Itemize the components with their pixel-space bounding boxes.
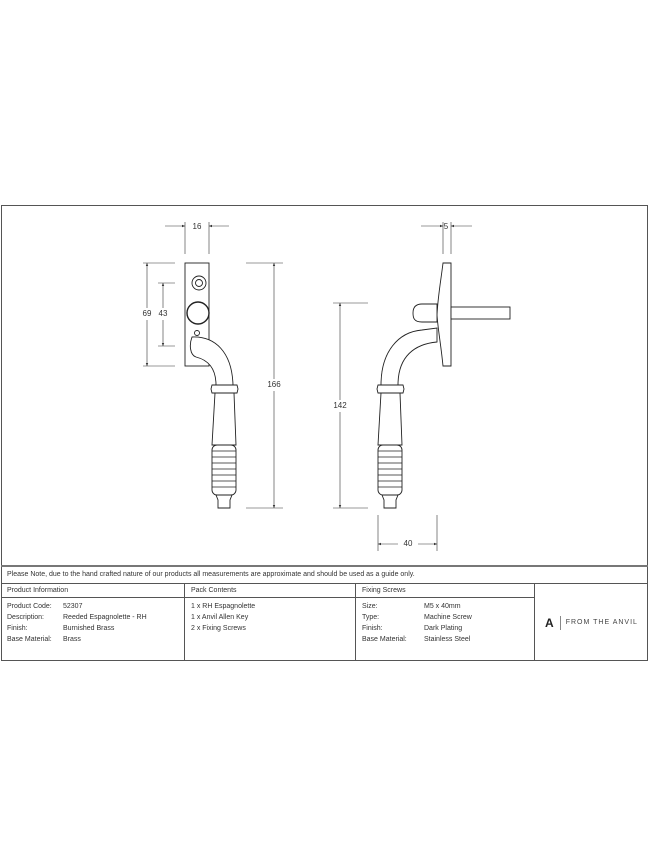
dim-40 (377, 515, 438, 551)
dim-69 (143, 262, 175, 367)
dim-166 (246, 262, 283, 509)
brand-logo: A FROM THE ANVIL (535, 584, 648, 661)
logo-divider (559, 615, 561, 630)
brand-name: FROM THE ANVIL (565, 619, 638, 626)
side-view-handle (376, 262, 511, 509)
label: Size: (362, 603, 378, 610)
label: Finish: (7, 625, 28, 632)
dim-16 (165, 222, 229, 254)
dim-16-label: 16 (193, 222, 202, 231)
dim-40-label: 40 (404, 539, 413, 548)
description: Reeded Espagnolette - RH (63, 614, 147, 621)
anvil-logo-icon: A (545, 615, 555, 630)
pack-contents-header: Pack Contents (185, 584, 355, 598)
label: Product Code: (7, 603, 52, 610)
finish: Burnished Brass (63, 625, 115, 632)
pack-item: 1 x Anvil Allen Key (191, 614, 249, 621)
base-material: Brass (63, 636, 81, 643)
product-code: 52307 (63, 603, 83, 610)
label: Base Material: (362, 636, 407, 643)
label: Type: (362, 614, 380, 621)
product-info-header: Product Information (1, 584, 184, 598)
pack-item: 2 x Fixing Screws (191, 625, 246, 632)
dim-142 (333, 302, 368, 509)
front-view-handle (184, 262, 239, 509)
dim-43-label: 43 (159, 309, 168, 318)
pack-contents: Pack Contents 1 x RH Espagnolette 1 x An… (185, 584, 356, 661)
label: Description: (7, 614, 44, 621)
dim-142-label: 142 (333, 401, 347, 410)
label: Finish: (362, 625, 383, 632)
dim-5-label: 5 (444, 222, 449, 231)
dim-43 (158, 282, 175, 347)
product-information: Product Information Product Code: 52307 D… (1, 584, 185, 661)
screw-finish: Dark Plating (424, 625, 463, 632)
dim-69-label: 69 (143, 309, 152, 318)
pack-item: 1 x RH Espagnolette (191, 603, 256, 610)
drawing-frame (1, 205, 648, 661)
dim-5 (421, 222, 472, 254)
dim-166-label: 166 (267, 380, 281, 389)
screw-type: Machine Screw (424, 614, 472, 621)
screw-material: Stainless Steel (424, 636, 471, 643)
fixing-screws-header: Fixing Screws (356, 584, 534, 598)
fixing-screws: Fixing Screws Size: M5 x 40mm Type: Machin… (356, 584, 535, 661)
screw-size: M5 x 40mm (424, 603, 461, 610)
measurement-note: Please Note, due to the hand crafted nat… (1, 565, 648, 584)
label: Base Material: (7, 636, 52, 643)
